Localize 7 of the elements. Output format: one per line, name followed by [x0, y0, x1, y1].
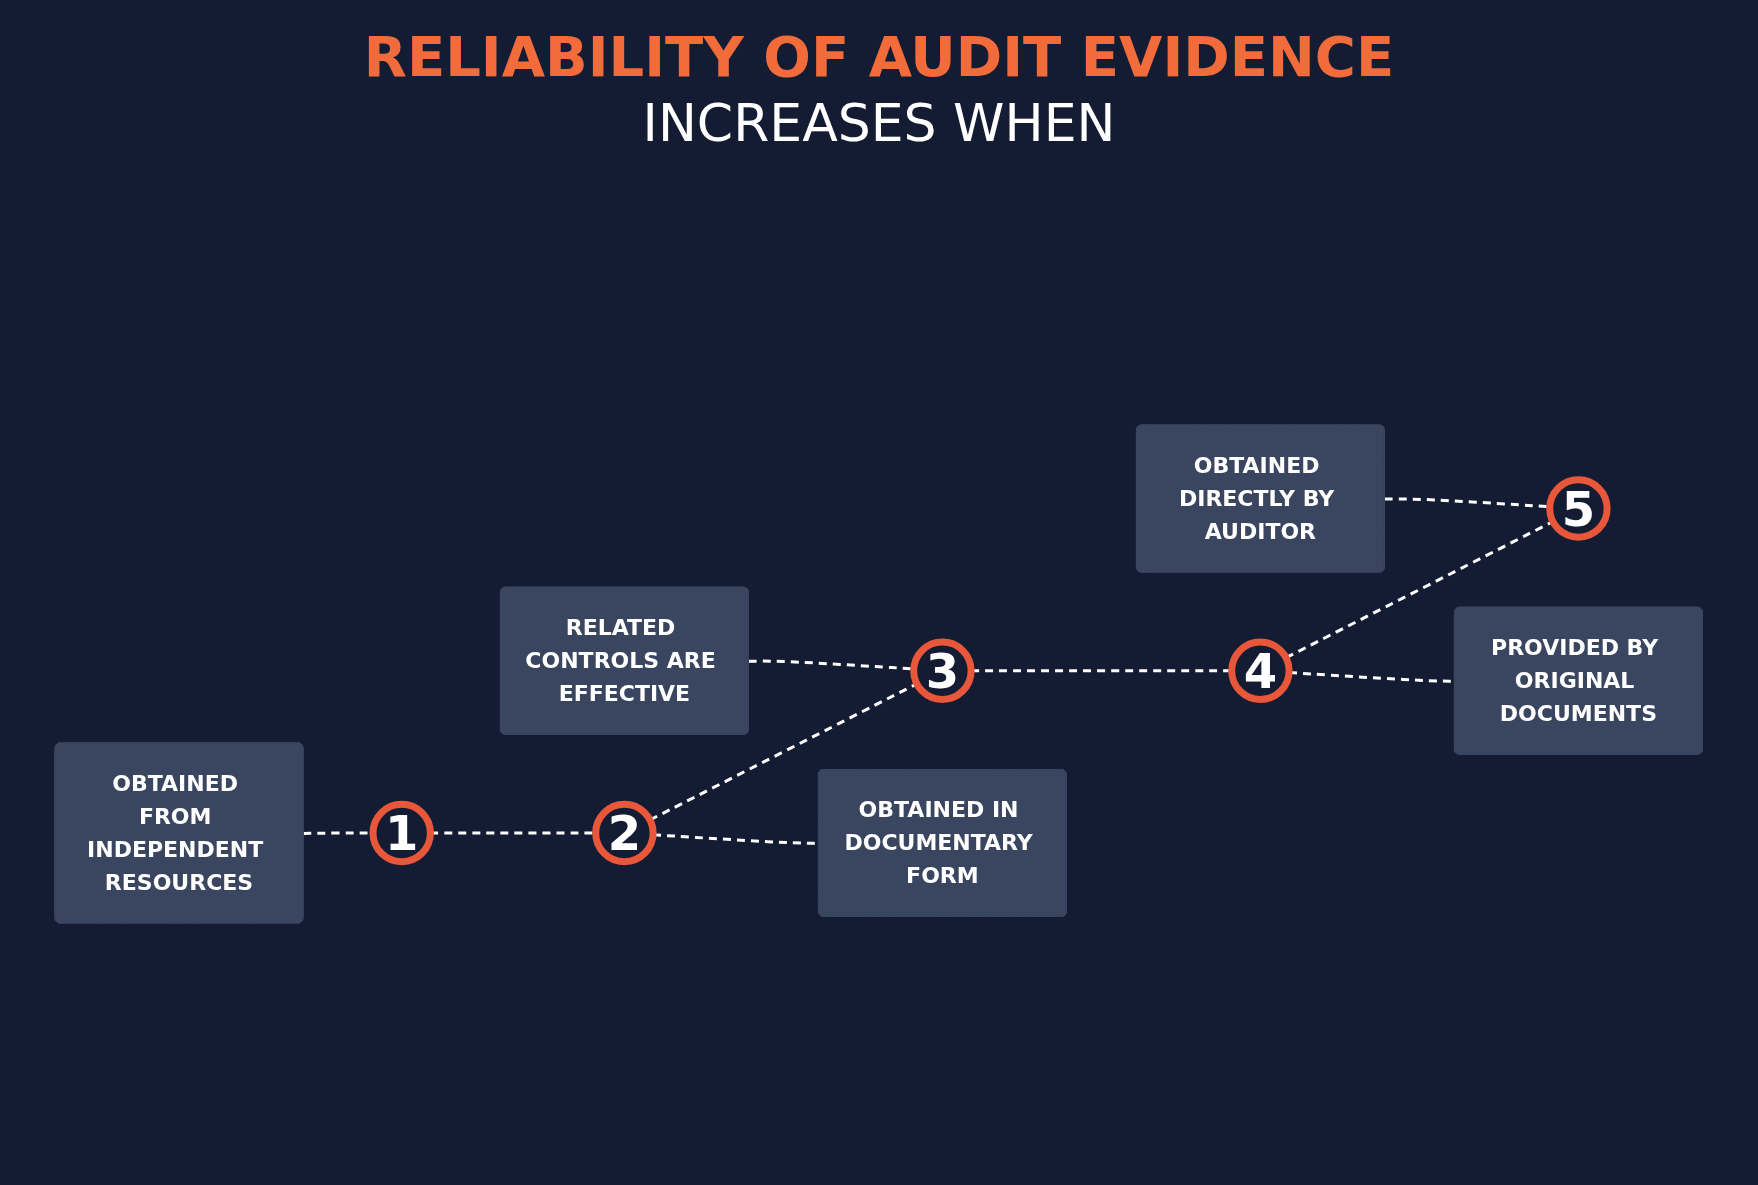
node-circle: 1 — [369, 800, 435, 866]
node-circle: 4 — [1228, 638, 1293, 703]
subtitle: INCREASES WHEN — [642, 93, 1116, 153]
node-circle: 2 — [592, 800, 657, 866]
title: RELIABILITY OF AUDIT EVIDENCE — [363, 24, 1395, 89]
node-circle: 5 — [1546, 476, 1611, 541]
node-circle: 3 — [910, 638, 975, 703]
